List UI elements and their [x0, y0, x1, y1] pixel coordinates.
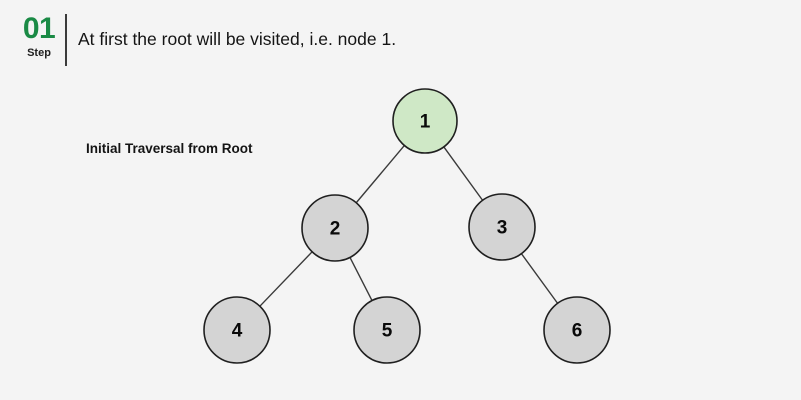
tree-edge-1-3 — [442, 145, 484, 202]
tree-node-label-3: 3 — [497, 218, 508, 239]
tree-node-3[interactable]: 3 — [468, 193, 536, 261]
tree-node-label-2: 2 — [330, 219, 341, 240]
tree-node-circle-5[interactable] — [353, 296, 421, 364]
tree-edge-1-2 — [355, 144, 406, 204]
tree-node-2[interactable]: 2 — [301, 194, 369, 262]
tree-node-label-6: 6 — [572, 321, 583, 342]
tree-node-label-4: 4 — [232, 321, 243, 342]
header-divider — [65, 14, 67, 66]
tree-node-circle-6[interactable] — [543, 296, 611, 364]
step-header: 01 Step At first the root will be visite… — [0, 0, 801, 80]
tree-node-label-1: 1 — [420, 112, 431, 133]
tree-node-6[interactable]: 6 — [543, 296, 611, 364]
step-word-label: Step — [27, 47, 51, 59]
tree-edge-3-6 — [520, 252, 559, 305]
tree-node-4[interactable]: 4 — [203, 296, 271, 364]
diagram-caption: Initial Traversal from Root — [86, 141, 253, 156]
tree-edge-2-5 — [348, 256, 374, 302]
tree-node-circle-3[interactable] — [468, 193, 536, 261]
tree-node-circle-4[interactable] — [203, 296, 271, 364]
step-number: 01 — [22, 12, 56, 45]
tree-edges-layer — [258, 144, 559, 308]
tree-node-label-5: 5 — [382, 321, 393, 342]
tree-nodes-layer: 1 2 3 4 5 6 — [203, 88, 611, 364]
tree-node-circle-2[interactable] — [301, 194, 369, 262]
tree-node-1[interactable]: 1 — [392, 88, 458, 154]
tree-edge-2-4 — [258, 250, 314, 308]
tree-node-circle-1[interactable] — [392, 88, 458, 154]
tree-node-5[interactable]: 5 — [353, 296, 421, 364]
step-badge: 01 Step — [18, 12, 60, 60]
step-instruction-text: At first the root will be visited, i.e. … — [78, 29, 397, 49]
